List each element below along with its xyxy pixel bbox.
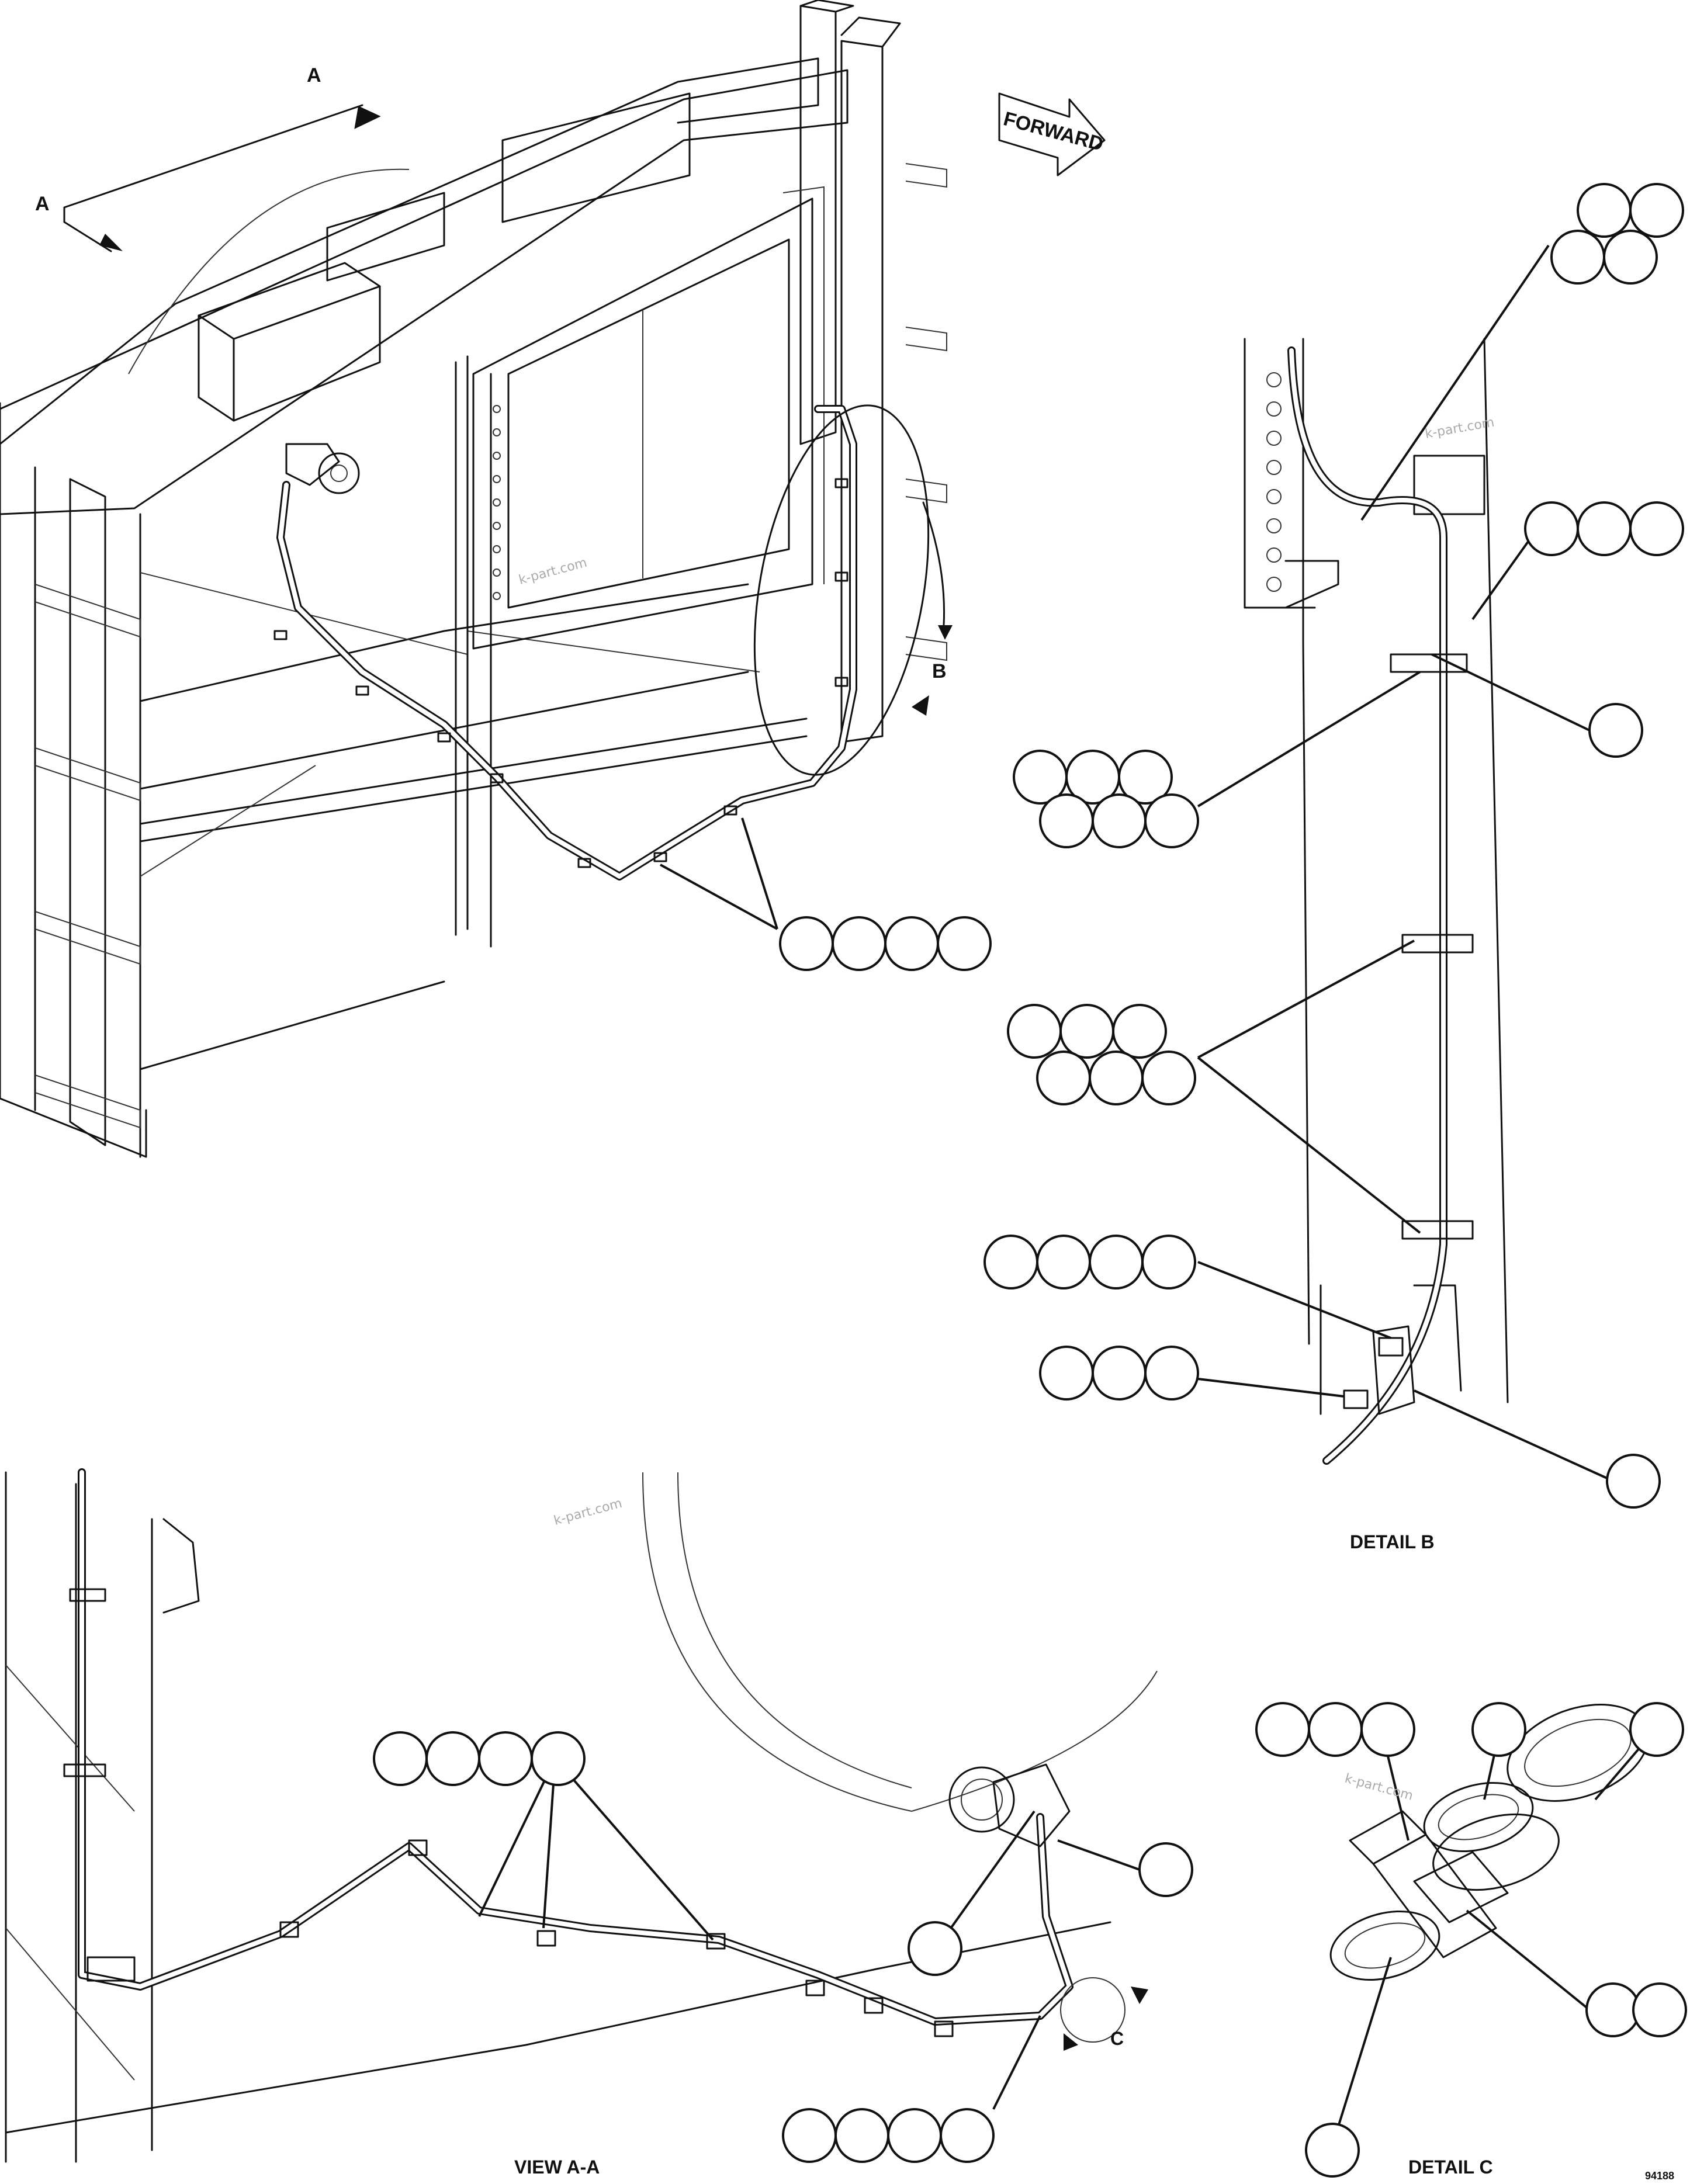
hose-clips: [273, 478, 849, 868]
forward-arrow: FORWARD: [998, 92, 1106, 176]
view-aa-title: VIEW A-A: [514, 2157, 600, 2178]
balloon-c5: [1305, 2123, 1360, 2178]
detail-b-callout-label: B: [932, 660, 947, 682]
drawing-number: 94188: [1645, 2170, 1674, 2182]
detail-b-ellipse: [753, 404, 930, 776]
balloon-group-aa1: [373, 1731, 586, 1786]
compressor: [285, 443, 360, 494]
balloon-b3: [1588, 703, 1643, 758]
balloon-group-c4: [1585, 1982, 1687, 2037]
detail-c-view: DETAIL C 94188: [1255, 1702, 1687, 2182]
watermark: k-part.com: [552, 1496, 624, 1528]
balloon-group-c1: [1255, 1702, 1415, 1757]
balloon-group-b1: [1550, 183, 1684, 285]
view-aa: C VIEW A-A: [5, 1468, 1193, 2178]
detail-b-view: DETAIL B: [983, 183, 1684, 1552]
balloon-group-b5: [1007, 1004, 1196, 1105]
balloon-aa3: [1138, 1842, 1193, 1897]
balloon-group-aa4: [782, 2108, 995, 2163]
balloon-group-b4: [1013, 750, 1199, 848]
detail-b-clips: [1343, 653, 1474, 1415]
detail-c-callout-label: C: [1110, 2028, 1124, 2049]
condenser-coil: [493, 405, 501, 600]
balloon-c2: [1471, 1702, 1526, 1757]
balloon-aa2: [908, 1921, 962, 1976]
watermark: k-part.com: [1424, 415, 1495, 441]
view-aa-compressor: [948, 1763, 1071, 1847]
main-assembly-view: B A A FORWARD: [0, 0, 1106, 1158]
balloon-b8: [1606, 1454, 1661, 1509]
detail-b-title: DETAIL B: [1350, 1531, 1435, 1552]
balloon-group-b7: [1039, 1346, 1199, 1400]
balloon-group-b2: [1524, 501, 1684, 556]
watermark: k-part.com: [517, 556, 588, 588]
balloon-group-hose-clips: [779, 916, 992, 971]
svg-text:FORWARD: FORWARD: [1001, 108, 1106, 155]
section-a-left-label: A: [35, 193, 50, 215]
view-aa-clips: [63, 1588, 954, 2037]
detail-b-coil: [1266, 372, 1282, 592]
balloon-c3: [1629, 1702, 1684, 1757]
watermark: k-part.com: [1343, 1772, 1414, 1804]
detail-c-title: DETAIL C: [1408, 2157, 1493, 2178]
section-a-right-label: A: [307, 64, 321, 86]
balloon-group-b6: [983, 1235, 1196, 1289]
